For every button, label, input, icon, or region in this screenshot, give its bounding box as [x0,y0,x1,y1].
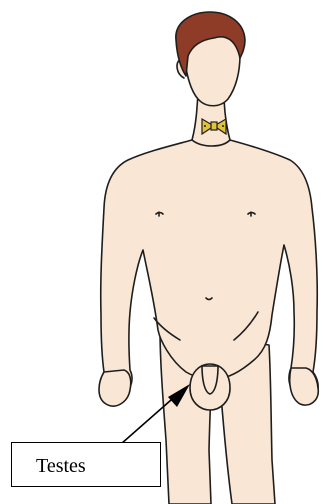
testes-label-box: Testes [11,442,161,487]
right-hand [290,368,319,405]
testes-label: Testes [36,455,86,478]
torso [100,140,318,400]
male-body-figure-icon [99,12,318,504]
left-hand [99,370,131,406]
